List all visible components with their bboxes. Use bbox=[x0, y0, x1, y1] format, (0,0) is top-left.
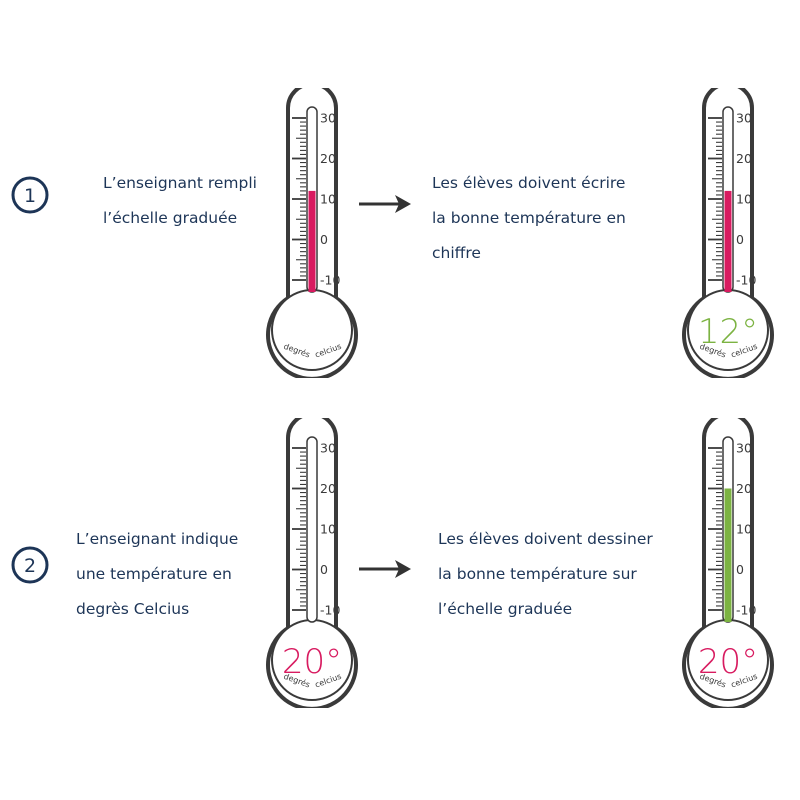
teacher-instruction-2-line: une température en bbox=[76, 565, 232, 583]
student-instruction-2-line: la bonne température sur bbox=[438, 565, 637, 583]
teacher-instruction-1-line: L’enseignant rempli bbox=[103, 174, 257, 192]
teacher-instruction-1-line: l’échelle graduée bbox=[103, 209, 238, 227]
step-number-1: 1 bbox=[11, 176, 49, 214]
scale-label: 0 bbox=[736, 232, 744, 247]
right-arrow-icon bbox=[359, 560, 411, 578]
teacher-instruction-2: L’enseignant indique une température en … bbox=[76, 522, 238, 627]
scale-label: 0 bbox=[320, 562, 328, 577]
scale-label: 10 bbox=[736, 192, 752, 207]
student-instruction-1-line: Les élèves doivent écrire bbox=[432, 174, 626, 192]
step-number-2: 2 bbox=[11, 546, 49, 584]
scale-label: 10 bbox=[320, 522, 336, 537]
thermometer-fill bbox=[308, 190, 316, 292]
student-instruction-2: Les élèves doivent dessiner la bonne tem… bbox=[438, 522, 653, 627]
scale-label: 20 bbox=[736, 151, 752, 166]
scale-label: 30 bbox=[320, 441, 336, 456]
scale-label: 30 bbox=[736, 441, 752, 456]
thermometer-tube bbox=[306, 436, 318, 623]
student-instruction-2-line: Les élèves doivent dessiner bbox=[438, 530, 653, 548]
bulb-temperature-text: 20° bbox=[282, 642, 342, 682]
student-instruction-2-line: l’échelle graduée bbox=[438, 600, 573, 618]
step-number-1-label: 1 bbox=[24, 185, 36, 207]
scale-label: 10 bbox=[320, 192, 336, 207]
scale-label: -10 bbox=[320, 603, 340, 618]
scale-label: 0 bbox=[736, 562, 744, 577]
scale-label: 0 bbox=[320, 232, 328, 247]
step-number-2-label: 2 bbox=[24, 555, 36, 577]
teacher-instruction-1: L’enseignant rempli l’échelle graduée bbox=[103, 166, 257, 236]
right-arrow-icon bbox=[359, 195, 411, 213]
scale-label: 20 bbox=[320, 151, 336, 166]
bulb-temperature-text: 12° bbox=[698, 312, 758, 352]
scale-label: -10 bbox=[320, 273, 340, 288]
bulb-temperature-text: 20° bbox=[698, 642, 758, 682]
thermometer-bulb bbox=[271, 289, 353, 371]
scale-label: 20 bbox=[736, 481, 752, 496]
scale-label: 30 bbox=[320, 111, 336, 126]
teacher-instruction-2-line: degrès Celcius bbox=[76, 600, 190, 618]
scale-label: 30 bbox=[736, 111, 752, 126]
scale-label: -10 bbox=[736, 603, 756, 618]
scale-label: -10 bbox=[736, 273, 756, 288]
student-instruction-1-line: la bonne température en bbox=[432, 209, 626, 227]
thermometer-fill bbox=[724, 190, 732, 292]
student-instruction-1: Les élèves doivent écrire la bonne tempé… bbox=[432, 166, 626, 271]
student-instruction-1-line: chiffre bbox=[432, 244, 481, 262]
scale-label: 10 bbox=[736, 522, 752, 537]
teacher-instruction-2-line: L’enseignant indique bbox=[76, 530, 239, 548]
thermometer-fill bbox=[724, 488, 732, 622]
scale-label: 20 bbox=[320, 481, 336, 496]
